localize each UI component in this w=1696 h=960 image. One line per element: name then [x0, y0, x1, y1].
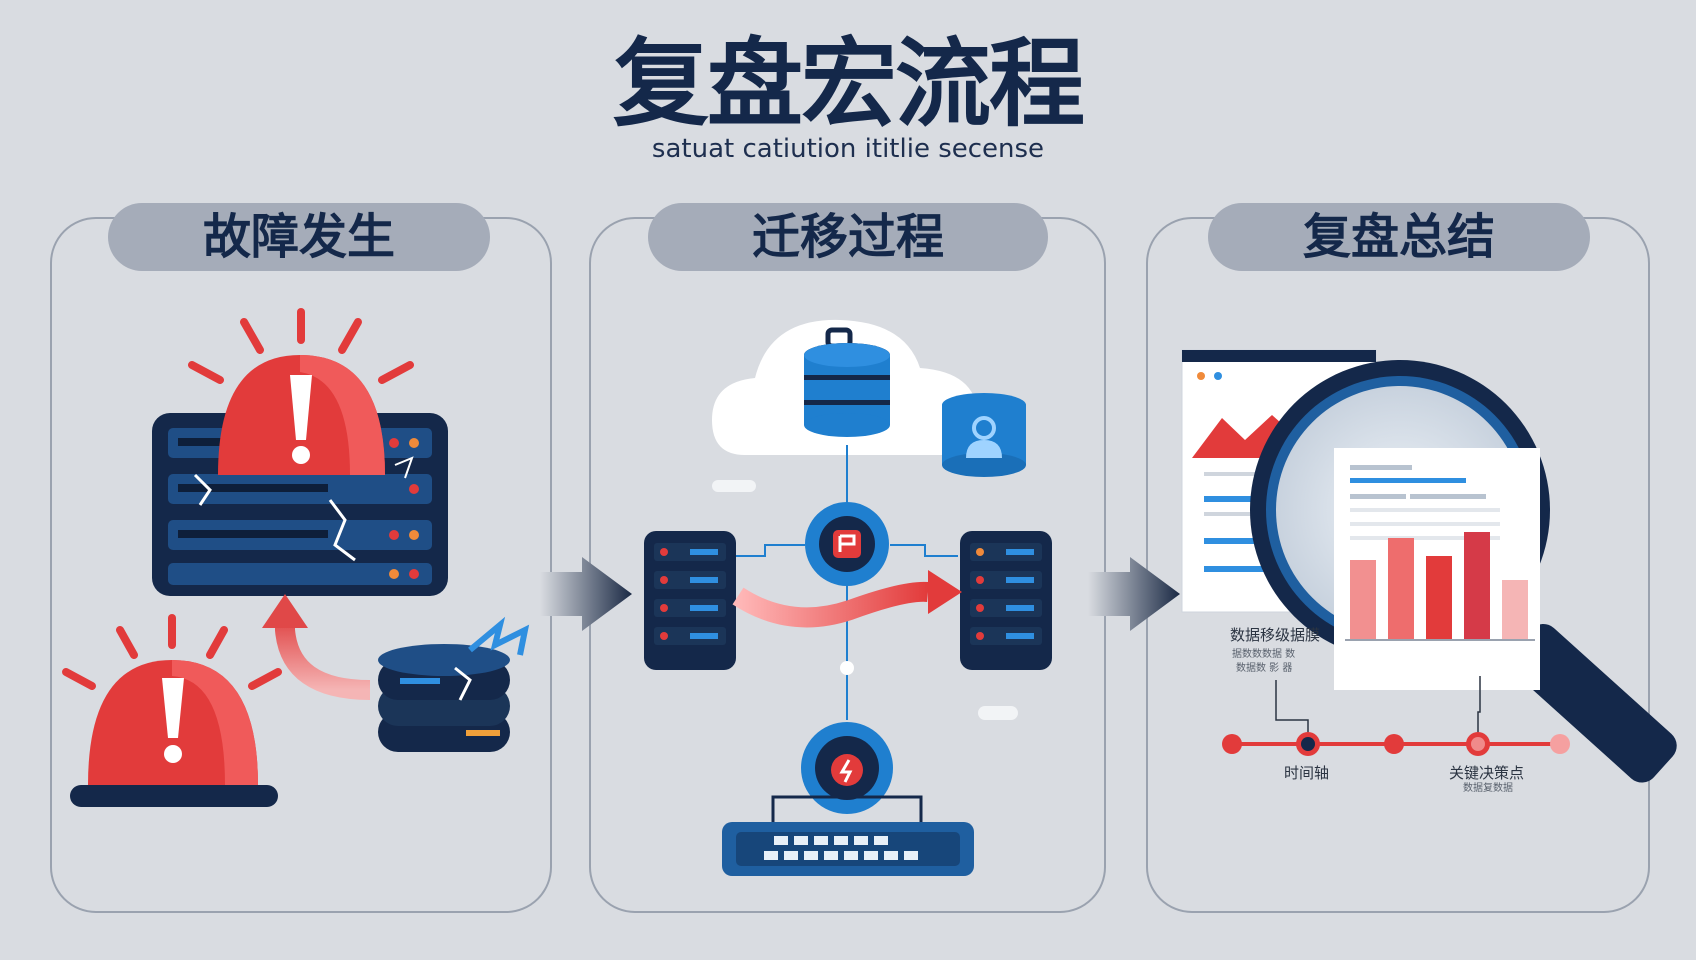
- report-caption-sub-1: 据数数数据 数: [1232, 649, 1296, 660]
- failure-flow-arrow: [275, 620, 371, 700]
- key-decision-label: 关键决策点: [1449, 764, 1525, 782]
- timeline-label: 时间轴: [1284, 764, 1330, 782]
- cloud-database-icon: [804, 327, 890, 437]
- user-database-icon: [942, 393, 1026, 477]
- timeline-track: [1222, 732, 1570, 756]
- page-subtitle: satuat catiution ititlie secense: [651, 134, 1045, 164]
- failure-flow-arrowhead: [262, 594, 308, 628]
- stage-arrow-1: [540, 557, 632, 631]
- broken-database-icon: [378, 616, 530, 752]
- alarm-siren-small-icon: [62, 614, 282, 807]
- page-title: 复盘宏流程: [613, 28, 1085, 140]
- key-decision-sub: 数据复数据: [1463, 783, 1513, 794]
- migration-flow-arrowhead: [928, 570, 962, 614]
- source-server-icon: [644, 531, 736, 670]
- report-caption-sub-2: 数据数 影 器: [1236, 663, 1293, 674]
- stage-pill-review: 复盘总结: [1208, 203, 1590, 271]
- migration-flow-arrow: [732, 581, 929, 628]
- alarm-siren-icon: [188, 308, 414, 475]
- status-pill-right: [978, 706, 1018, 720]
- migration-hub-icon: [805, 502, 889, 586]
- stage-pill-migration: 迁移过程: [648, 203, 1048, 271]
- target-server-icon: [960, 531, 1052, 670]
- control-console-icon: [722, 722, 974, 876]
- stage-arrow-2: [1088, 557, 1180, 631]
- status-pill-left: [712, 480, 756, 492]
- magnified-report-icon: [1334, 448, 1540, 690]
- report-caption: 数据移级据膜: [1230, 626, 1321, 644]
- stage-pill-incident: 故障发生: [108, 203, 490, 271]
